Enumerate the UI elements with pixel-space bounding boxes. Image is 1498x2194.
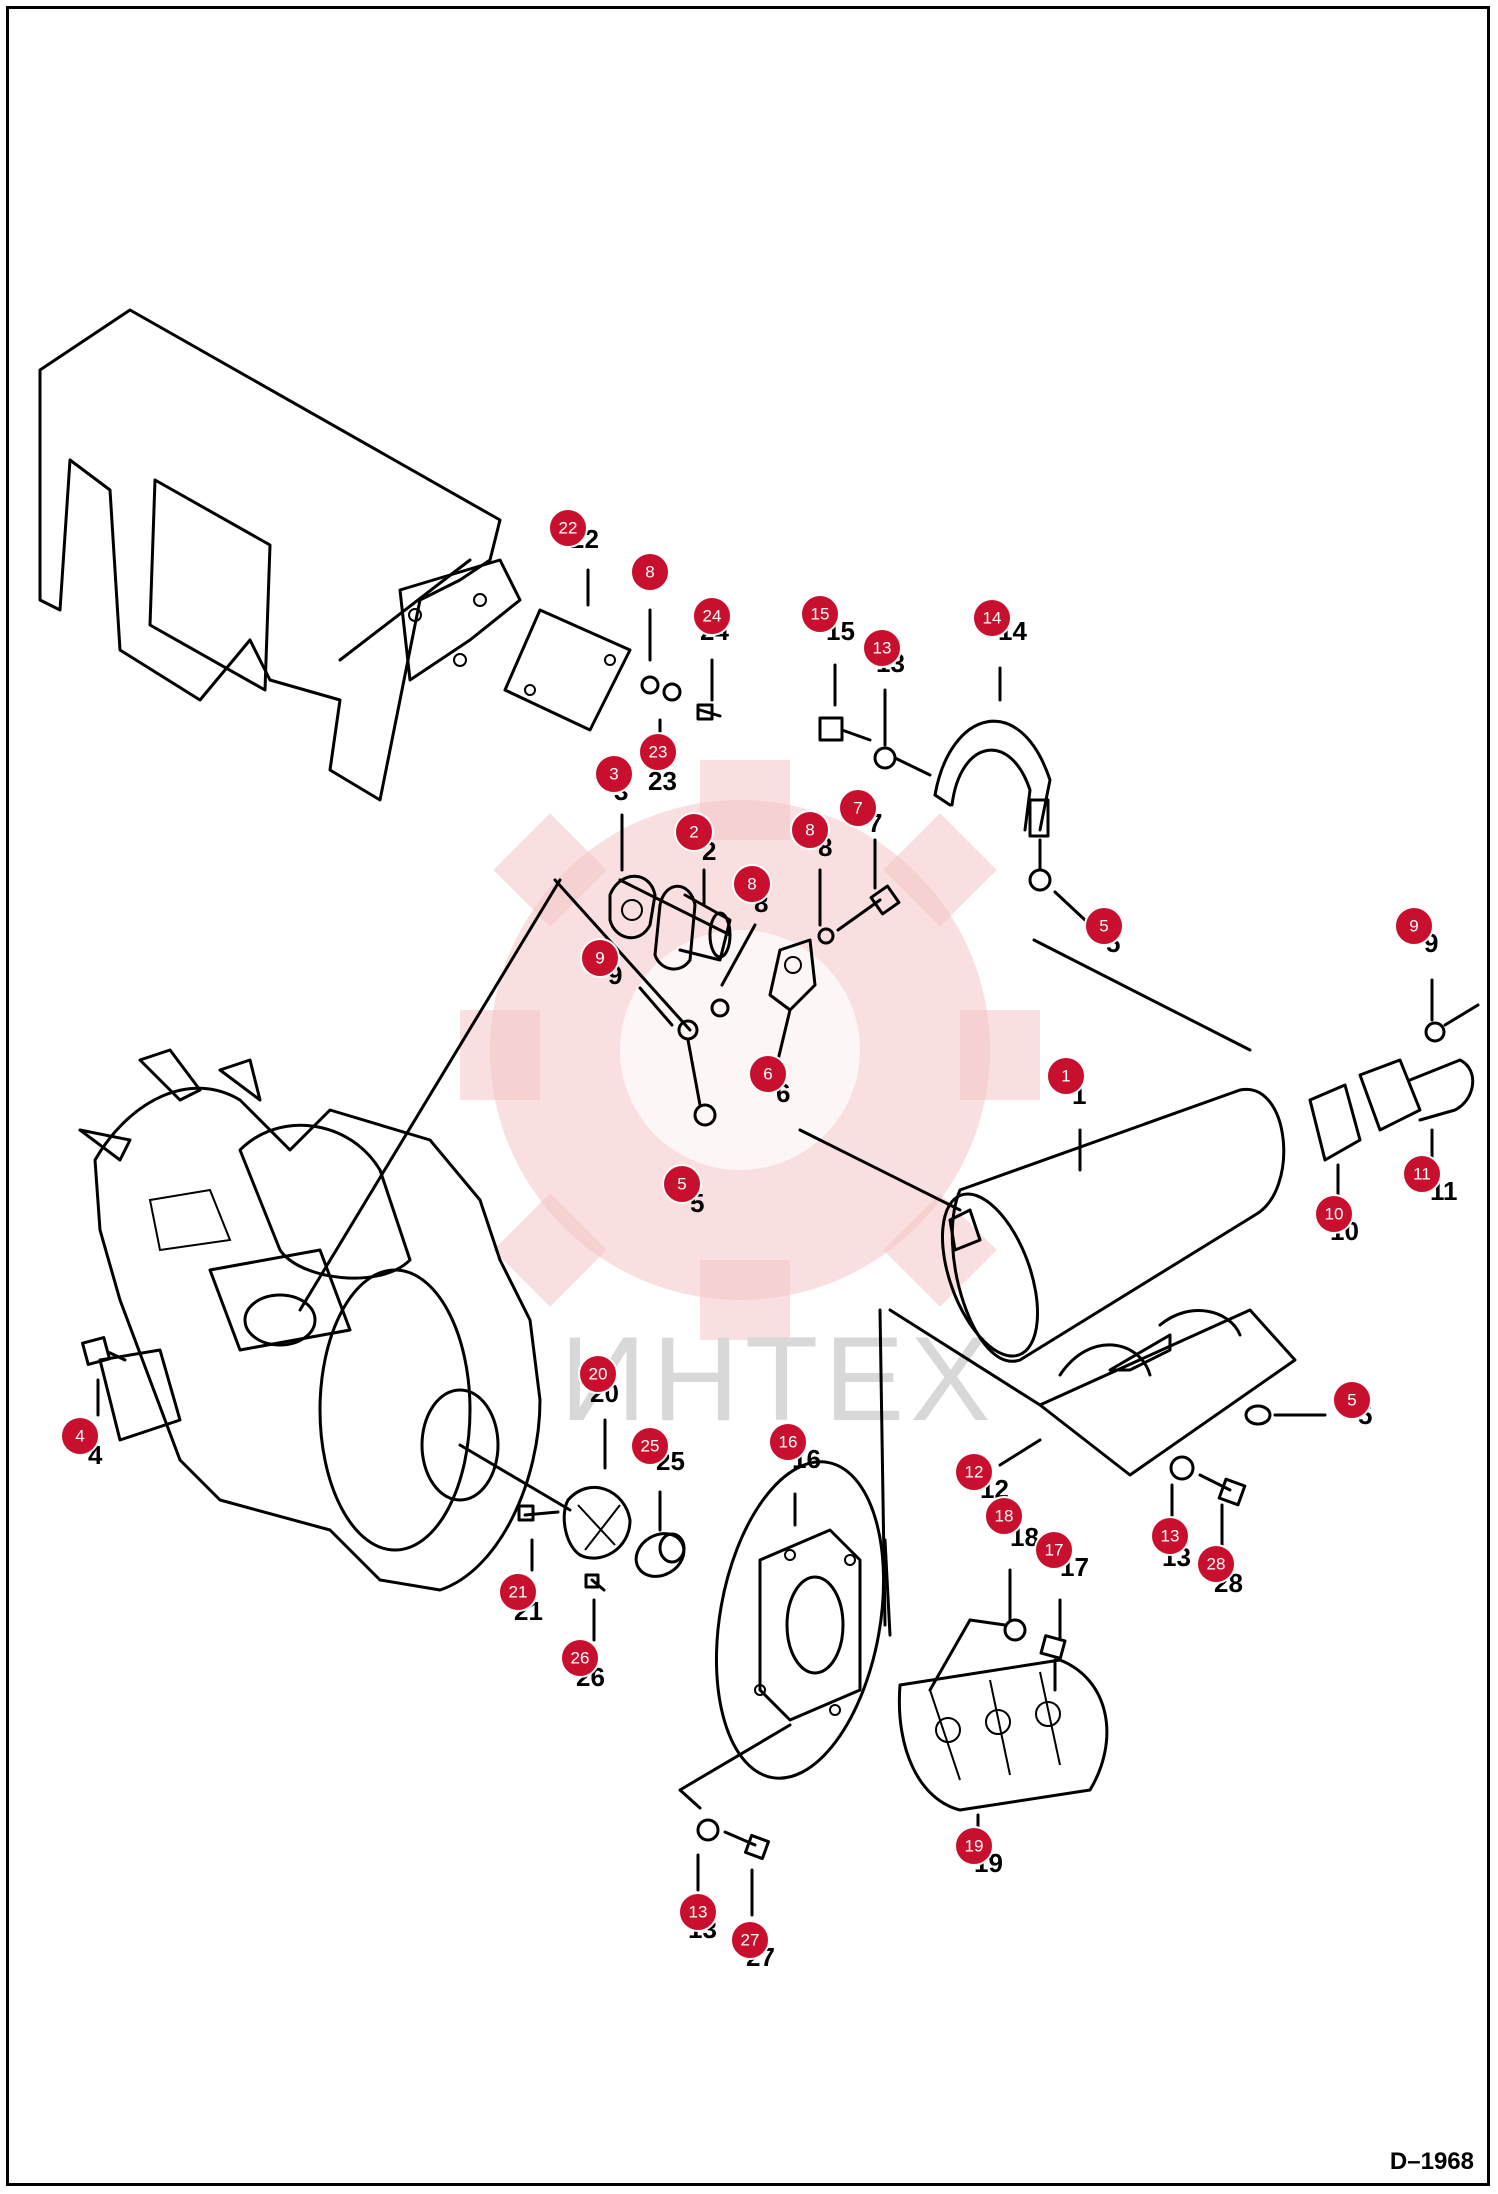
callout-badge-16[interactable]: 16: [768, 1422, 808, 1462]
callout-badge-10[interactable]: 10: [1314, 1194, 1354, 1234]
callout-label: 4: [75, 1427, 84, 1446]
mounting-bracket: [503, 568, 722, 762]
callout-badge-9[interactable]: 9: [580, 938, 620, 978]
callout-badge-5[interactable]: 5: [662, 1164, 702, 1204]
callout-label: 19: [965, 1837, 984, 1856]
callout-badge-13[interactable]: 13: [678, 1892, 718, 1932]
callout-badge-14[interactable]: 14: [972, 598, 1012, 638]
hydraulic-pump: [897, 1568, 1109, 1842]
callout-label: 5: [1099, 917, 1108, 936]
callout-badge-7[interactable]: 7: [838, 788, 878, 828]
callout-badge-5[interactable]: 5: [1332, 1380, 1372, 1420]
callout-badge-15[interactable]: 15: [800, 594, 840, 634]
callout-label: 16: [779, 1433, 798, 1452]
engine-cover: [38, 308, 522, 802]
callout-label: 23: [649, 743, 668, 762]
callout-label: 18: [995, 1507, 1014, 1526]
callout-badge-23[interactable]: 23: [638, 732, 678, 772]
drive-coupling: [458, 1418, 686, 1642]
bolt: [81, 1336, 127, 1417]
callout-badge-19[interactable]: 19: [954, 1826, 994, 1866]
callout-label: 15: [811, 605, 830, 624]
callout-badge-24[interactable]: 24: [692, 596, 732, 636]
callout-badge-8[interactable]: 8: [630, 552, 670, 592]
callout-badge-8[interactable]: 8: [790, 810, 830, 850]
muffler-clamp: [818, 663, 1087, 922]
callout-badge-26[interactable]: 26: [560, 1638, 600, 1678]
callout-badge-17[interactable]: 17: [1034, 1530, 1074, 1570]
drawing-code: D–1968: [1389, 2148, 1474, 2175]
callout-label: 12: [965, 1463, 984, 1482]
callout-badge-2[interactable]: 2: [674, 812, 714, 852]
callout-badge-6[interactable]: 6: [748, 1054, 788, 1094]
callout-label: 7: [853, 799, 862, 818]
callout-label: 1: [1061, 1067, 1070, 1086]
callout-label: 17: [1045, 1541, 1064, 1560]
exhaust-pipe: [1308, 978, 1480, 1202]
callout-label: 2: [689, 823, 698, 842]
callout-badge-3[interactable]: 3: [594, 754, 634, 794]
callout-badge-27[interactable]: 27: [730, 1920, 770, 1960]
callout-label: 8: [645, 563, 654, 582]
callout-badge-4[interactable]: 4: [60, 1416, 100, 1456]
callout-badge-12[interactable]: 12: [954, 1452, 994, 1492]
callout-label: 22: [559, 519, 578, 538]
callout-label: 26: [571, 1649, 590, 1668]
callout-badge-20[interactable]: 20: [578, 1354, 618, 1394]
watermark-text: ИНТЕХ: [560, 1312, 996, 1446]
callout-badge-8[interactable]: 8: [732, 864, 772, 904]
muffler: [798, 938, 1286, 1363]
callout-label: 13: [873, 639, 892, 658]
callout-label: 9: [595, 949, 604, 968]
callout-label: 6: [763, 1065, 772, 1084]
callout-label: 28: [1207, 1555, 1226, 1574]
callout-badge-21[interactable]: 21: [498, 1572, 538, 1612]
callout-label: 11: [1413, 1165, 1431, 1184]
callout-label: 13: [689, 1903, 708, 1922]
callout-badge-28[interactable]: 28: [1196, 1544, 1236, 1584]
callout-label: 25: [641, 1437, 660, 1456]
callout-badge-18[interactable]: 18: [984, 1496, 1024, 1536]
exhaust-adapter: [553, 813, 901, 1127]
callout-badge-11[interactable]: 11: [1402, 1154, 1442, 1194]
callout-label: 5: [677, 1175, 686, 1194]
callout-badge-25[interactable]: 25: [630, 1426, 670, 1466]
callout-label: 10: [1325, 1205, 1344, 1224]
callout-label: 3: [609, 765, 618, 784]
callout-label: 5: [1347, 1391, 1356, 1410]
callout-label: 21: [509, 1583, 528, 1602]
callout-badge-13[interactable]: 13: [862, 628, 902, 668]
callout-label: 8: [747, 875, 756, 894]
callout-label: 24: [703, 607, 722, 626]
muffler-bracket: [888, 1308, 1327, 1547]
callout-label: 20: [589, 1365, 608, 1384]
callout-badge-5[interactable]: 5: [1084, 906, 1124, 946]
callout-label: 9: [1409, 917, 1418, 936]
callout-label: 8: [805, 821, 814, 840]
callout-badge-22[interactable]: 22: [548, 508, 588, 548]
callout-badge-13[interactable]: 13: [1150, 1516, 1190, 1556]
callout-badge-1[interactable]: 1: [1046, 1056, 1086, 1096]
callout-label: 27: [741, 1931, 760, 1950]
callout-label: 14: [983, 609, 1002, 628]
pump-adapter-housing: [678, 1308, 892, 1917]
callout-badge-9[interactable]: 9: [1394, 906, 1434, 946]
callout-label: 13: [1161, 1527, 1180, 1546]
engine: [78, 878, 562, 1592]
